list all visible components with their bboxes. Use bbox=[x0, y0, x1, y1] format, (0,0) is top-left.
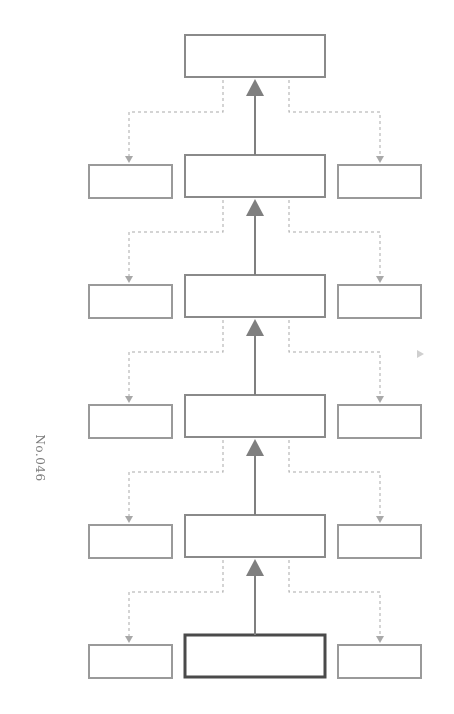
side-box-right-4[interactable] bbox=[337, 284, 422, 319]
dashed-arrow-left-3 bbox=[125, 396, 133, 403]
main-step-box-6[interactable] bbox=[184, 34, 326, 78]
main-step-box-4[interactable] bbox=[184, 274, 326, 318]
dashed-arrow-right-5 bbox=[376, 156, 384, 163]
main-step-box-2[interactable] bbox=[184, 514, 326, 558]
side-box-left-5[interactable] bbox=[88, 164, 173, 199]
side-box-right-5[interactable] bbox=[337, 164, 422, 199]
side-box-right-3[interactable] bbox=[337, 404, 422, 439]
side-box-right-2[interactable] bbox=[337, 524, 422, 559]
next-arrow-icon[interactable] bbox=[417, 350, 424, 358]
dashed-arrow-right-3 bbox=[376, 396, 384, 403]
dashed-connector-right-2 bbox=[288, 440, 381, 517]
main-step-box-1[interactable] bbox=[183, 633, 327, 679]
side-box-left-4[interactable] bbox=[88, 284, 173, 319]
page-number-label: No.046 bbox=[33, 434, 47, 482]
dashed-connector-left-2 bbox=[128, 440, 224, 517]
flow-arrow-up-icon-1 bbox=[246, 559, 264, 576]
side-box-left-1[interactable] bbox=[88, 644, 173, 679]
dashed-connector-left-1 bbox=[128, 560, 224, 637]
flow-arrow-up-icon-3 bbox=[246, 319, 264, 336]
dashed-arrow-right-1 bbox=[376, 636, 384, 643]
flow-arrow-up-icon-2 bbox=[246, 439, 264, 456]
dashed-connector-right-3 bbox=[288, 320, 381, 397]
flow-arrow-up-icon-4 bbox=[246, 199, 264, 216]
dashed-arrow-left-5 bbox=[125, 156, 133, 163]
dashed-connector-left-3 bbox=[128, 320, 224, 397]
dashed-connector-right-4 bbox=[288, 200, 381, 277]
dashed-arrow-right-4 bbox=[376, 276, 384, 283]
dashed-connector-right-1 bbox=[288, 560, 381, 637]
flow-arrow-up-icon-5 bbox=[246, 79, 264, 96]
dashed-connector-left-4 bbox=[128, 200, 224, 277]
dashed-arrow-left-2 bbox=[125, 516, 133, 523]
main-step-box-3[interactable] bbox=[184, 394, 326, 438]
dashed-arrow-right-2 bbox=[376, 516, 384, 523]
side-box-left-2[interactable] bbox=[88, 524, 173, 559]
side-box-left-3[interactable] bbox=[88, 404, 173, 439]
main-step-box-5[interactable] bbox=[184, 154, 326, 198]
side-box-right-1[interactable] bbox=[337, 644, 422, 679]
dashed-arrow-left-4 bbox=[125, 276, 133, 283]
dashed-arrow-left-1 bbox=[125, 636, 133, 643]
dashed-connector-left-5 bbox=[128, 80, 224, 157]
dashed-connector-right-5 bbox=[288, 80, 381, 157]
